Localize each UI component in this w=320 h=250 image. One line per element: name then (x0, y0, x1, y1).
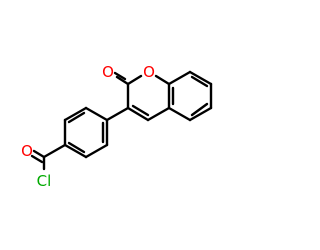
bond (84, 143, 109, 159)
bond (154, 74, 171, 86)
bond (42, 143, 67, 159)
carbonyl-oxygen-label: O (102, 63, 114, 81)
double-bond-inner (67, 141, 86, 154)
bond (126, 74, 143, 86)
acyl-chloride-group (30, 143, 67, 171)
bond (63, 106, 88, 122)
bond (126, 106, 150, 122)
bond (63, 143, 88, 159)
structure-svg: O O O Cl (21, 63, 213, 190)
bond (115, 75, 130, 86)
bond (146, 106, 171, 122)
pyranone-ring (126, 74, 171, 122)
bond (167, 70, 192, 86)
chlorine-label: Cl (37, 172, 52, 190)
ring-oxygen-label: O (143, 63, 155, 81)
phenylene-ring (63, 106, 109, 159)
lactone-carbonyl (113, 71, 130, 86)
double-bond-inner (30, 154, 44, 164)
biaryl-bond (105, 106, 130, 122)
bond (32, 149, 46, 159)
double-bond-inner (67, 111, 86, 124)
bond (188, 70, 213, 86)
bond (167, 106, 192, 122)
molecule-diagram: O O O Cl (21, 63, 213, 190)
acyl-oxygen-label: O (21, 142, 33, 160)
bond (84, 106, 109, 122)
double-bond-inner (190, 75, 209, 88)
double-bond-inner (190, 102, 209, 117)
double-bond-inner (113, 71, 127, 81)
bond (188, 106, 213, 122)
double-bond-inner (131, 104, 150, 117)
benzo-ring (167, 70, 213, 122)
